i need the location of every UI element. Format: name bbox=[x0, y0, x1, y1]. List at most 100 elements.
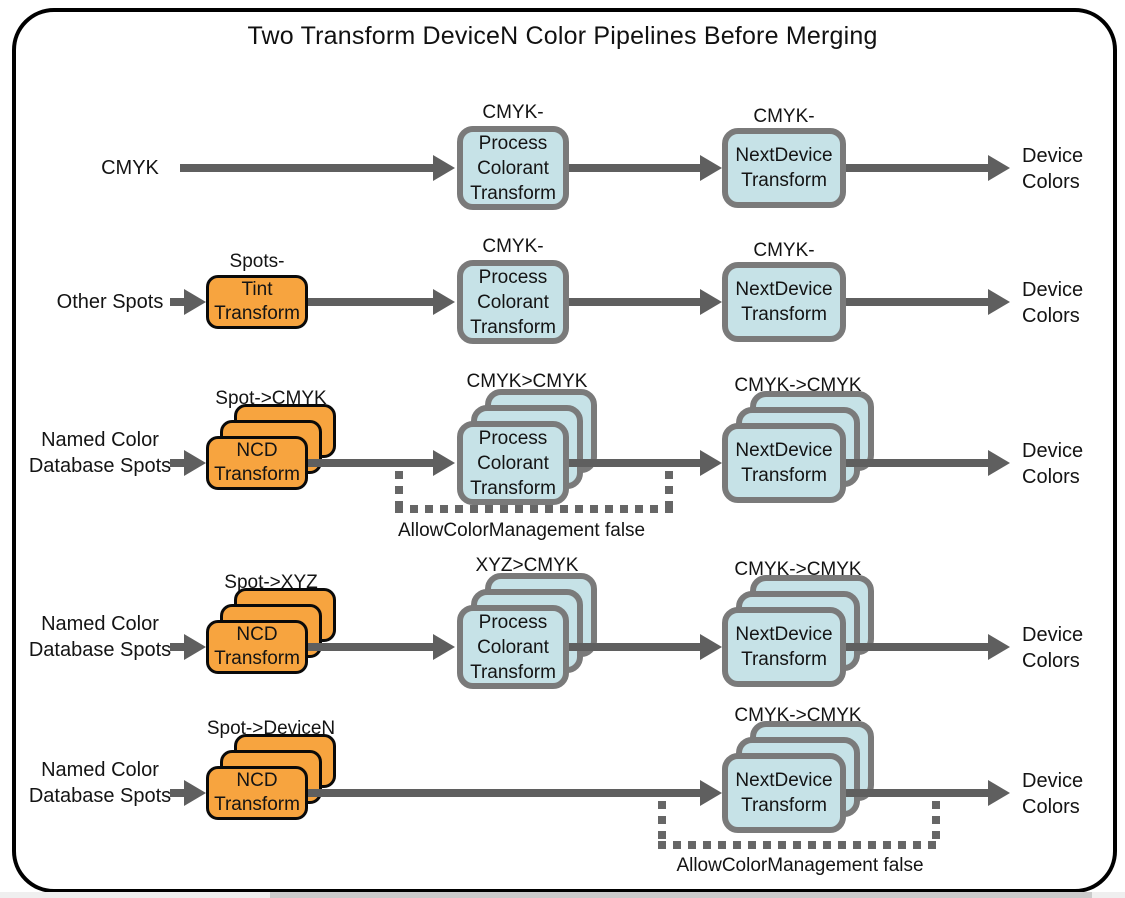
box-line: Process bbox=[478, 427, 548, 449]
dotted-bracket-left bbox=[395, 471, 403, 509]
arrow-head bbox=[700, 780, 722, 806]
conversion-label: CMYK->CMYK bbox=[734, 559, 862, 580]
arrow-shaft bbox=[846, 459, 988, 467]
box-line: NCD bbox=[236, 770, 278, 791]
sink-line: Colors bbox=[1022, 171, 1080, 193]
box-line: NextDevice bbox=[735, 440, 833, 461]
source-line: Named Color bbox=[41, 759, 159, 781]
sink-line: Device bbox=[1022, 145, 1084, 167]
dotted-bracket-bottom bbox=[395, 505, 673, 513]
arrow-shaft bbox=[170, 459, 184, 467]
dotted-bracket-bottom bbox=[658, 841, 940, 849]
source-label-other-spots: Other Spots bbox=[30, 289, 190, 315]
diagram-border-frame bbox=[12, 8, 1117, 893]
arrow-shaft bbox=[180, 164, 433, 172]
process-colorant-transform-box: Process Colorant Transform bbox=[457, 605, 569, 689]
arrow-head bbox=[433, 450, 455, 476]
arrow-head bbox=[184, 450, 206, 476]
arrow-head bbox=[184, 289, 206, 315]
ncd-transform-box: NCD Transform bbox=[206, 436, 308, 490]
process-colorant-transform-box: Process Colorant Transform bbox=[457, 126, 569, 210]
conversion-label: CMYK->CMYK bbox=[734, 705, 862, 726]
box-line: NCD bbox=[236, 440, 278, 461]
process-colorant-transform-box: Process Colorant Transform bbox=[457, 260, 569, 344]
source-label-cmyk: CMYK bbox=[50, 155, 210, 181]
source-line: Named Color bbox=[41, 429, 159, 451]
box-line: Transform bbox=[741, 170, 827, 191]
box-line: NCD bbox=[236, 624, 278, 645]
source-label-named-color: Named Color Database Spots bbox=[20, 427, 180, 479]
conversion-label: Spot->CMYK bbox=[215, 388, 327, 409]
arrow-shaft bbox=[846, 789, 988, 797]
diagram-title: Two Transform DeviceN Color Pipelines Be… bbox=[247, 22, 878, 50]
arrow-head bbox=[988, 289, 1010, 315]
source-line: Database Spots bbox=[28, 785, 172, 807]
box-line: Transform bbox=[470, 182, 556, 204]
allow-color-management-note: AllowColorManagement false bbox=[676, 855, 924, 876]
bottom-edge-strip-dark bbox=[270, 892, 1092, 898]
box-line: NextDevice bbox=[735, 624, 833, 645]
box-line: Colorant bbox=[477, 291, 549, 313]
arrow-head bbox=[988, 450, 1010, 476]
sink-label-device-colors: Device Colors bbox=[1022, 622, 1083, 674]
box-line: Transform bbox=[470, 477, 556, 499]
arrow-head bbox=[700, 155, 722, 181]
dotted-bracket-right bbox=[932, 801, 940, 845]
next-device-transform-box: NextDevice Transform bbox=[722, 128, 846, 208]
arrow-head bbox=[700, 450, 722, 476]
conversion-label: Spot->XYZ bbox=[224, 572, 318, 593]
dotted-bracket-right bbox=[665, 471, 673, 509]
source-label-named-color: Named Color Database Spots bbox=[20, 611, 180, 663]
arrow-shaft bbox=[569, 459, 700, 467]
arrow-shaft bbox=[308, 789, 700, 797]
box-line: Transform bbox=[470, 316, 556, 338]
arrow-shaft bbox=[170, 298, 184, 306]
box-line: Transform bbox=[214, 648, 300, 669]
sink-line: Device bbox=[1022, 440, 1084, 462]
box-line: Transform bbox=[214, 794, 300, 815]
box-line: Colorant bbox=[477, 157, 549, 179]
allow-color-management-note: AllowColorManagement false bbox=[398, 520, 646, 541]
arrow-head bbox=[184, 780, 206, 806]
conversion-label: XYZ>CMYK bbox=[475, 555, 579, 576]
box-line: Transform bbox=[741, 304, 827, 325]
box-line: Process bbox=[478, 266, 548, 288]
box-line: Colorant bbox=[477, 452, 549, 474]
box-line: NextDevice bbox=[735, 145, 833, 166]
sink-line: Device bbox=[1022, 279, 1084, 301]
box-line: Transform bbox=[741, 465, 827, 486]
next-device-transform-box: NextDevice Transform bbox=[722, 607, 846, 687]
source-line: CMYK bbox=[101, 157, 159, 179]
source-line: Database Spots bbox=[28, 639, 172, 661]
arrow-shaft bbox=[308, 643, 433, 651]
next-device-transform-box: NextDevice Transform bbox=[722, 262, 846, 342]
arrow-shaft bbox=[846, 643, 988, 651]
source-line: Other Spots bbox=[56, 291, 164, 313]
arrow-shaft bbox=[170, 789, 184, 797]
arrow-head bbox=[988, 634, 1010, 660]
arrow-shaft bbox=[846, 164, 988, 172]
source-line: Named Color bbox=[41, 613, 159, 635]
sink-label-device-colors: Device Colors bbox=[1022, 277, 1083, 329]
arrow-head bbox=[988, 780, 1010, 806]
next-device-transform-box: NextDevice Transform bbox=[722, 753, 846, 833]
conversion-label: CMYK->CMYK bbox=[734, 375, 862, 396]
conversion-label: Spot->DeviceN bbox=[206, 718, 336, 739]
arrow-shaft bbox=[569, 298, 700, 306]
arrow-head bbox=[433, 634, 455, 660]
box-line: Transform bbox=[741, 795, 827, 816]
box-line: NextDevice bbox=[735, 770, 833, 791]
arrow-shaft bbox=[308, 298, 433, 306]
arrow-shaft bbox=[308, 459, 433, 467]
ncd-transform-box: NCD Transform bbox=[206, 620, 308, 674]
next-device-transform-box: NextDevice Transform bbox=[722, 423, 846, 503]
arrow-shaft bbox=[846, 298, 988, 306]
arrow-head bbox=[433, 289, 455, 315]
sink-label-device-colors: Device Colors bbox=[1022, 143, 1083, 195]
sink-line: Device bbox=[1022, 770, 1084, 792]
sink-label-device-colors: Device Colors bbox=[1022, 768, 1083, 820]
box-line: Tint bbox=[241, 279, 273, 300]
arrow-head bbox=[433, 155, 455, 181]
arrow-head bbox=[700, 289, 722, 315]
ncd-transform-box: NCD Transform bbox=[206, 766, 308, 820]
